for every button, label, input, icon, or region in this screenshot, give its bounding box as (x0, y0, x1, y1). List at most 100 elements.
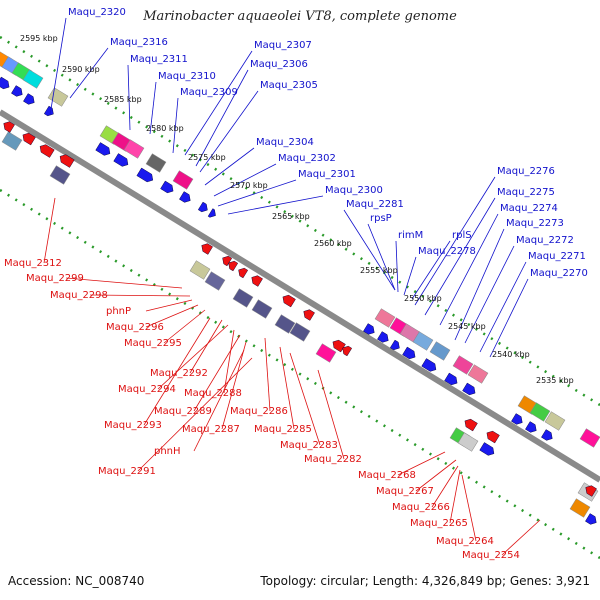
feature-tile (529, 402, 551, 422)
forward-gene-label: rpsP (370, 213, 392, 224)
reverse-gene-leader (223, 329, 235, 394)
forward-gene-leader (213, 163, 277, 197)
kbp-tick-label: 2570 kbp (230, 181, 268, 190)
forward-gene-leader (184, 50, 253, 156)
forward-gene-leader (479, 261, 527, 353)
reverse-gene-label: phnP (106, 306, 131, 317)
reverse-gene-leader (461, 474, 477, 542)
forward-gene-label: Maqu_2301 (298, 169, 356, 180)
forward-gene-label: Maqu_2311 (130, 54, 188, 65)
feature-tile (22, 69, 44, 89)
forward-gene-label: Maqu_2306 (250, 59, 308, 70)
reverse-gene (282, 294, 296, 308)
kbp-tick-label: 2595 kbp (20, 34, 58, 43)
kbp-tick-label: 2585 kbp (104, 95, 142, 104)
reverse-gene-label: Maqu_2264 (436, 536, 494, 547)
forward-gene-label: Maqu_2272 (516, 235, 574, 246)
forward-gene (207, 208, 216, 218)
reverse-gene (3, 121, 15, 133)
forward-gene (444, 372, 458, 386)
kbp-tick-label: 2535 kbp (536, 376, 574, 385)
kbp-tick-label: 2555 kbp (360, 266, 398, 275)
reverse-gene-leader (189, 319, 223, 374)
feature-tile (315, 343, 337, 363)
feature-tile (452, 355, 474, 375)
feature-tile (232, 288, 254, 308)
forward-gene-label: Maqu_2275 (497, 187, 555, 198)
reverse-gene-label: Maqu_2292 (150, 368, 208, 379)
forward-gene-label: Maqu_2281 (346, 199, 404, 210)
forward-gene (113, 153, 129, 167)
forward-gene-leader (414, 176, 496, 306)
forward-gene-leader (227, 195, 324, 215)
forward-gene (479, 442, 495, 456)
reverse-gene-label: Maqu_2266 (392, 502, 450, 513)
feature-tile (579, 428, 600, 448)
forward-gene (377, 331, 389, 343)
reverse-gene-leader (163, 309, 206, 344)
kbp-tick-label: 2575 kbp (188, 153, 226, 162)
forward-gene-label: rimM (398, 230, 423, 241)
reverse-gene (332, 339, 346, 353)
kbp-tick-label: 2540 kbp (492, 350, 530, 359)
forward-gene-label: Maqu_2300 (325, 185, 383, 196)
forward-gene-leader (454, 228, 505, 341)
forward-gene-label: Maqu_2320 (68, 7, 126, 18)
forward-gene (160, 180, 174, 194)
reverse-gene (486, 430, 500, 444)
reverse-gene-leader (317, 369, 345, 460)
reverse-gene-leader (137, 357, 253, 472)
reverse-gene-label: Maqu_2254 (462, 550, 520, 561)
reverse-gene-leader (264, 337, 271, 412)
feature-tile (544, 411, 566, 431)
reverse-gene-leader (65, 277, 183, 289)
forward-gene-label: Maqu_2278 (418, 246, 476, 257)
reverse-gene-label: Maqu_2288 (184, 388, 242, 399)
forward-gene-label: rplS (452, 230, 472, 241)
reverse-gene (238, 267, 249, 279)
forward-gene-leader (403, 256, 417, 296)
feature-tile (289, 322, 311, 342)
forward-gene (511, 413, 523, 425)
feature-tile (189, 260, 211, 280)
forward-gene-leader (204, 147, 255, 186)
reverse-gene-label: Maqu_2286 (230, 406, 288, 417)
reverse-gene-leader (415, 459, 457, 492)
reverse-gene-leader (143, 317, 211, 426)
forward-gene (136, 167, 154, 183)
forward-gene-leader (343, 209, 396, 291)
reverse-gene-label: Maqu_2299 (26, 273, 84, 284)
reverse-gene-label: Maqu_2296 (106, 322, 164, 333)
reverse-gene (303, 309, 315, 321)
reverse-gene-leader (89, 294, 191, 297)
feature-tile (123, 139, 145, 159)
forward-gene (179, 191, 191, 203)
reverse-gene-label: Maqu_2293 (104, 420, 162, 431)
reverse-gene-leader (431, 465, 459, 508)
forward-gene-leader (49, 17, 67, 116)
reverse-gene (201, 243, 213, 255)
forward-gene (462, 382, 476, 396)
reverse-gene-label: Maqu_2294 (118, 384, 176, 395)
forward-gene (23, 93, 35, 105)
reverse-gene-leader (193, 349, 245, 452)
reverse-gene (39, 144, 55, 158)
forward-gene-leader (424, 197, 496, 316)
forward-gene (389, 339, 400, 351)
reverse-gene (228, 260, 239, 272)
reverse-gene (585, 485, 597, 497)
reverse-gene-label: Maqu_2289 (154, 406, 212, 417)
kbp-tick-label: 2560 kbp (314, 239, 352, 248)
forward-gene-leader (172, 97, 179, 154)
forward-gene-label: Maqu_2305 (260, 80, 318, 91)
forward-gene-leader (195, 69, 249, 167)
forward-gene-leader (411, 240, 451, 300)
reverse-gene-label: Maqu_2268 (358, 470, 416, 481)
forward-gene-label: Maqu_2307 (254, 40, 312, 51)
forward-gene (585, 513, 597, 525)
reverse-gene (342, 345, 353, 357)
reverse-gene-leader (279, 346, 295, 430)
kbp-tick-label: 2550 kbp (404, 294, 442, 303)
